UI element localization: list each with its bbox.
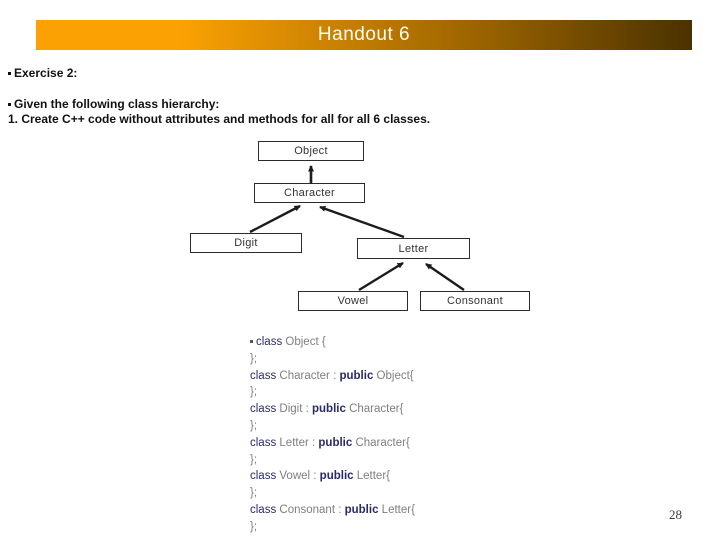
class-node-object: Object: [258, 141, 364, 161]
code-line: class Consonant : public Letter{: [250, 502, 415, 519]
code-segment: class: [250, 403, 277, 416]
class-node-digit: Digit: [190, 233, 302, 253]
code-segment: public: [344, 503, 379, 516]
code-segment: Character :: [276, 369, 340, 382]
inheritance-arrow-consonant-to-letter: [425, 263, 465, 291]
code-line: class Digit : public Character{: [250, 401, 415, 418]
code-segment: class: [250, 369, 277, 382]
code-line: class Object {: [250, 334, 415, 351]
code-segment: Vowel :: [276, 470, 320, 483]
code-segment: public: [318, 436, 353, 449]
code-segment: Character{: [345, 403, 404, 416]
code-segment: Consonant :: [276, 503, 345, 516]
code-line: };: [250, 519, 415, 536]
code-line: };: [250, 452, 415, 469]
code-segment: class: [250, 503, 277, 516]
given-heading: Given the following class hierarchy:: [8, 97, 219, 111]
title-banner: Handout 6: [36, 20, 692, 50]
code-block: class Object {};class Character : public…: [250, 334, 415, 536]
class-node-character: Character: [254, 183, 365, 203]
inheritance-arrow-letter-to-character: [319, 205, 405, 239]
code-segment: Object{: [373, 369, 414, 382]
bullet-icon: [250, 340, 253, 344]
code-segment: public: [319, 470, 354, 483]
code-line: };: [250, 418, 415, 435]
code-segment: Digit :: [276, 403, 312, 416]
code-segment: public: [339, 369, 374, 382]
code-segment: class: [250, 436, 277, 449]
code-segment: public: [312, 403, 346, 416]
code-segment: };: [250, 453, 258, 466]
code-line: class Vowel : public Letter{: [250, 468, 415, 485]
exercise-heading: Exercise 2:: [8, 66, 77, 80]
code-segment: };: [250, 487, 258, 500]
given-label: Given the following class hierarchy:: [14, 97, 220, 111]
code-segment: };: [250, 352, 258, 365]
exercise-label: Exercise 2:: [14, 66, 78, 80]
code-segment: class: [250, 470, 277, 483]
inheritance-arrow-vowel-to-letter: [358, 261, 404, 292]
code-line: };: [250, 384, 415, 401]
bullet-icon: [8, 102, 11, 106]
slide-title: Handout 6: [317, 24, 411, 45]
code-segment: Letter :: [276, 436, 319, 449]
class-node-vowel: Vowel: [298, 291, 408, 311]
code-line: class Letter : public Character{: [250, 435, 415, 452]
class-node-letter: Letter: [357, 238, 470, 259]
class-node-consonant: Consonant: [420, 291, 530, 311]
code-line: class Character : public Object{: [250, 368, 415, 385]
inheritance-arrow-digit-to-character: [249, 204, 301, 234]
code-line: };: [250, 351, 415, 368]
page-number: 28: [669, 507, 682, 522]
code-segment: };: [250, 520, 258, 533]
code-segment: Object {: [282, 336, 326, 348]
code-segment: };: [250, 386, 258, 399]
code-segment: class: [256, 336, 283, 348]
code-segment: Letter{: [353, 470, 390, 483]
bullet-icon: [8, 71, 11, 75]
code-segment: Letter{: [378, 503, 415, 516]
code-segment: };: [250, 419, 258, 432]
task-text: 1. Create C++ code without attributes an…: [8, 112, 430, 126]
code-line: };: [250, 485, 415, 502]
code-segment: Character{: [352, 436, 410, 449]
task-label: 1. Create C++ code without attributes an…: [8, 112, 431, 126]
